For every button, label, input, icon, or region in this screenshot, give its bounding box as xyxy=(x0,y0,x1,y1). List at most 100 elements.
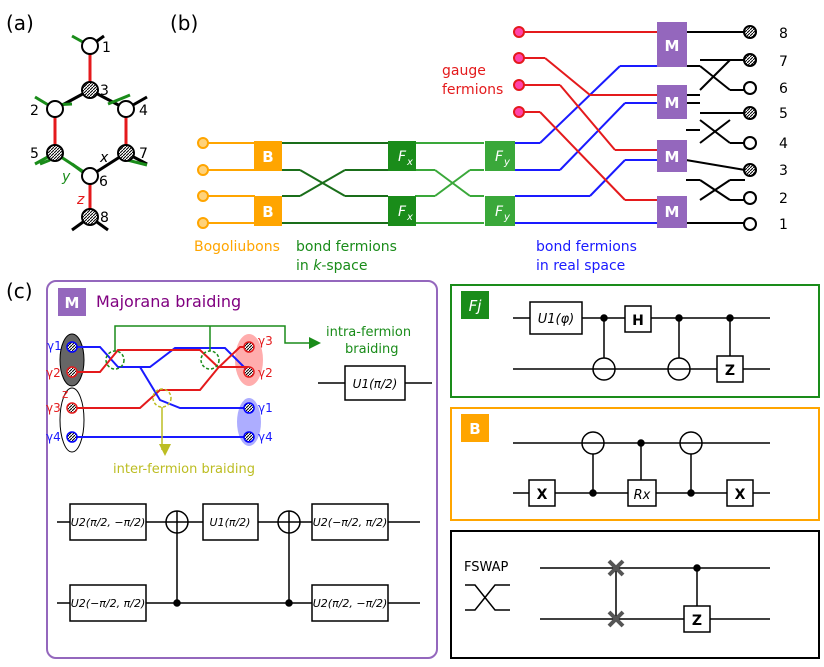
gate-b-2: B xyxy=(254,196,282,226)
honeycomb-lattice xyxy=(34,34,148,232)
output-label-2: 2 xyxy=(779,191,788,207)
svg-text:x: x xyxy=(406,157,413,168)
gate-b-1: B xyxy=(254,141,282,171)
gauge-label-1: gauge xyxy=(442,63,486,79)
gamma4-right: γ4 xyxy=(258,430,273,444)
bogoliubon-inputs xyxy=(197,137,209,229)
output-label-3: 3 xyxy=(779,163,788,179)
caption-bond-real-1: bond fermions xyxy=(536,239,637,255)
svg-text:M: M xyxy=(665,203,680,221)
panel-c-label: (c) xyxy=(6,279,33,303)
u2-gate-3: U2(−π/2, π/2) xyxy=(313,516,388,529)
bond-label-x: x xyxy=(99,150,109,166)
panel-c-title-text: Majorana braiding xyxy=(96,292,241,311)
b-x-gate-2: X xyxy=(735,487,746,503)
gauge-label-2: fermions xyxy=(442,82,503,98)
gate-m-1: M xyxy=(657,22,687,67)
bond-label-z: z xyxy=(76,192,85,208)
output-label-6: 6 xyxy=(779,81,788,97)
bond-label-y: y xyxy=(61,169,71,185)
svg-text:M: M xyxy=(665,148,680,166)
site-label-2: 2 xyxy=(30,103,39,119)
z-label-c: z xyxy=(62,387,68,401)
site-label-1: 1 xyxy=(102,40,111,56)
fswap-circuit xyxy=(540,559,770,633)
u2-gate-2: U2(−π/2, π/2) xyxy=(71,597,146,610)
fswap-symbol xyxy=(465,584,510,611)
output-label-5: 5 xyxy=(779,106,788,122)
panel-fswap-frame xyxy=(450,530,820,659)
majorana-braiding-diagram xyxy=(59,325,321,456)
intra-label-1: intra-fermion xyxy=(326,325,411,340)
panel-b-gate-frame xyxy=(450,407,820,521)
caption-bond-k-1: bond fermions xyxy=(296,239,397,255)
caption-bond-k-2: in k-space xyxy=(296,258,367,274)
site-label-3: 3 xyxy=(100,83,109,99)
caption-bogoliubons: Bogoliubons xyxy=(194,239,280,255)
svg-text:F: F xyxy=(398,149,407,165)
site-label-7: 7 xyxy=(139,146,148,162)
output-label-1: 1 xyxy=(779,217,788,233)
fswap-label: FSWAP xyxy=(464,560,509,575)
gate-m-4: M xyxy=(657,196,687,228)
svg-text:M: M xyxy=(665,94,680,112)
panel-b-gate-badge: B xyxy=(469,420,480,438)
gate-m-3: M xyxy=(657,140,687,172)
fj-h: H xyxy=(632,313,644,329)
svg-text:y: y xyxy=(503,157,511,168)
b-circuit xyxy=(513,431,770,507)
svg-text:y: y xyxy=(503,212,511,223)
fj-circuit xyxy=(513,301,770,383)
gamma4-left: γ4 xyxy=(46,430,61,444)
svg-text:B: B xyxy=(262,148,273,166)
svg-text:F: F xyxy=(495,149,504,165)
panel-c-frame xyxy=(46,280,438,659)
panel-fj-badge-bg xyxy=(461,291,489,319)
panel-b-gate-badge-bg xyxy=(461,414,489,442)
output-label-7: 7 xyxy=(779,54,788,70)
inter-label: inter-fermion braiding xyxy=(113,462,255,477)
output-qubits xyxy=(743,25,757,231)
svg-text:F: F xyxy=(398,204,407,220)
b-x-gate-1: X xyxy=(537,487,548,503)
site-label-4: 4 xyxy=(139,103,148,119)
gamma2-left: γ2 xyxy=(46,366,61,380)
u2-gate-1: U2(π/2, −π/2) xyxy=(71,516,146,529)
b-rx-gate: Rx xyxy=(634,488,651,503)
caption-bond-real-2: in real space xyxy=(536,258,625,274)
svg-text:x: x xyxy=(406,212,413,223)
gamma3-right: γ3 xyxy=(258,334,273,348)
site-label-8: 8 xyxy=(100,210,109,226)
gate-m-2: M xyxy=(657,85,687,119)
site-label-6: 6 xyxy=(99,174,108,190)
panel-c-title: M Majorana braiding xyxy=(58,288,241,316)
svg-text:B: B xyxy=(262,203,273,221)
panel-c-badge: M xyxy=(65,294,80,312)
fswap-z-gate: Z xyxy=(692,613,702,629)
gamma3-left: γ3 xyxy=(46,401,61,415)
svg-text:F: F xyxy=(495,204,504,220)
output-label-4: 4 xyxy=(779,136,788,152)
panel-fj-badge: Fj xyxy=(469,297,483,315)
gauge-inputs xyxy=(513,26,525,118)
u1-gate-intra: U1(π/2) xyxy=(318,365,432,401)
panel-a-label: (a) xyxy=(6,11,34,35)
svg-text:M: M xyxy=(665,37,680,55)
panel-b-label: (b) xyxy=(170,11,198,35)
fj-u1: U1(φ) xyxy=(538,312,575,327)
u2-gate-4: U2(π/2, −π/2) xyxy=(313,597,388,610)
gamma1-left: γ1 xyxy=(47,339,62,353)
svg-text:U1(π/2): U1(π/2) xyxy=(353,377,398,391)
gamma2-right: γ2 xyxy=(258,366,273,380)
fj-z: Z xyxy=(725,363,735,379)
output-label-8: 8 xyxy=(779,26,788,42)
gamma1-right: γ1 xyxy=(258,401,273,415)
u1-gate-mid: U1(π/2) xyxy=(210,516,251,529)
majorana-circuit xyxy=(57,503,420,622)
